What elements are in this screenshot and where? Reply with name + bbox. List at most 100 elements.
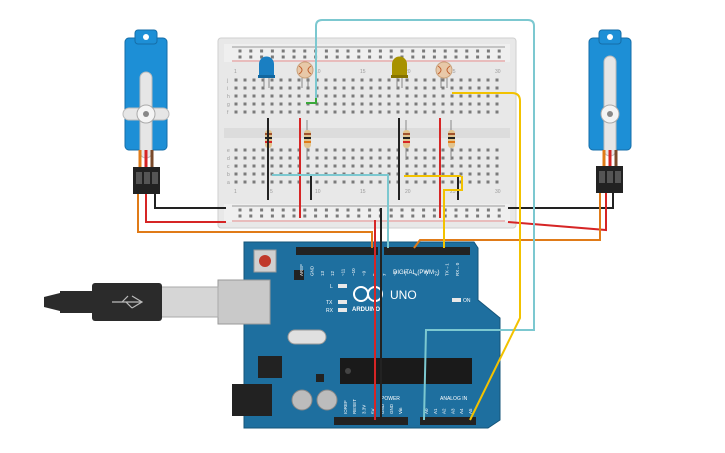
pin-label: RX←0 xyxy=(455,262,460,276)
row-letter: f xyxy=(227,110,229,116)
resistor-2[interactable] xyxy=(304,120,311,160)
power-header xyxy=(334,417,408,425)
wires xyxy=(137,19,614,421)
analog-header xyxy=(420,417,476,425)
pin-label: A1 xyxy=(433,408,438,414)
rx-label: RX xyxy=(326,308,334,314)
pin-label: ~11 xyxy=(341,268,346,276)
row-letter: b xyxy=(227,172,230,178)
wire-servo-left-signal[interactable] xyxy=(137,194,373,248)
pin-label: A5 xyxy=(468,408,473,414)
photoresistor-2[interactable] xyxy=(435,61,453,88)
wire-cyan-analog[interactable] xyxy=(315,19,535,421)
servo-left[interactable] xyxy=(122,29,170,194)
power-pin-labels: IOREF RESET 3.3V 5V GND GND Vin xyxy=(343,399,403,414)
reset-button[interactable] xyxy=(259,255,271,267)
capacitor-1 xyxy=(291,389,313,411)
led-tx xyxy=(338,300,347,304)
column-number: 20 xyxy=(405,69,411,75)
column-number: 25 xyxy=(450,189,456,195)
pin-label: GND xyxy=(389,403,394,414)
pin-label: GND xyxy=(309,265,314,276)
atmega-chip xyxy=(340,358,472,384)
resistor-4[interactable] xyxy=(448,120,455,160)
breadboard-holes xyxy=(234,49,501,218)
pin-label: 5V xyxy=(371,408,376,414)
column-number: 5 xyxy=(270,189,273,195)
l-label: L xyxy=(330,284,333,290)
resistor-3[interactable] xyxy=(403,120,410,160)
tx-label: TX xyxy=(326,300,333,306)
photoresistor-1[interactable] xyxy=(296,61,314,88)
row-letter: d xyxy=(227,156,230,162)
pin-label: 13 xyxy=(320,270,325,276)
power-label: POWER xyxy=(381,396,400,402)
pin-label: A0 xyxy=(424,408,429,414)
breadboard-column-numbers: 115510101515202025253030 xyxy=(234,69,501,195)
pin-label: GND xyxy=(380,403,385,414)
power-jack xyxy=(232,384,272,416)
usb-port xyxy=(217,279,271,325)
pin-label: IOREF xyxy=(343,400,348,414)
column-number: 15 xyxy=(360,189,366,195)
row-letter: i xyxy=(227,86,228,92)
wire-yellow-to-d2[interactable] xyxy=(443,176,463,248)
column-number: 15 xyxy=(360,69,366,75)
wire-yellow-analog[interactable] xyxy=(452,92,521,421)
column-number: 1 xyxy=(234,189,237,195)
pin-label: 2 xyxy=(434,273,439,276)
row-letter: g xyxy=(227,102,230,108)
column-number: 30 xyxy=(495,189,501,195)
pin-label: 12 xyxy=(330,270,335,276)
arduino-uno[interactable]: ARDUINO UNO DIGITAL (PWM~) POWER ANALOG … xyxy=(217,241,501,429)
voltage-regulator xyxy=(258,356,282,378)
pin-label: ~3 xyxy=(424,270,429,276)
jumper-green[interactable] xyxy=(306,98,317,104)
column-number: 30 xyxy=(495,69,501,75)
led-rx xyxy=(338,308,347,312)
pin-label: AREF xyxy=(299,264,304,276)
wire-servo-right-gnd[interactable] xyxy=(508,193,614,209)
analog-label: ANALOG IN xyxy=(440,396,468,402)
pin-label: ~6 xyxy=(393,270,398,276)
row-letter: j xyxy=(226,78,228,84)
pin-label: ~10 xyxy=(351,268,356,276)
column-number: 10 xyxy=(315,189,321,195)
center-channel xyxy=(224,128,510,138)
wire-servo-right-vcc[interactable] xyxy=(507,193,607,232)
row-letter: c xyxy=(227,164,230,170)
pin-label: TX→1 xyxy=(445,263,450,276)
led-blue[interactable] xyxy=(258,56,275,88)
usb-cable[interactable] xyxy=(44,283,219,321)
pin-label: A3 xyxy=(450,408,455,414)
pin-label: ~5 xyxy=(403,270,408,276)
crystal xyxy=(287,329,327,345)
capacitor-2 xyxy=(316,389,338,411)
wire-servo-left-gnd[interactable] xyxy=(154,194,226,209)
servo-right[interactable] xyxy=(588,29,632,193)
pin-label: 3.3V xyxy=(361,405,366,414)
digital-header-1 xyxy=(296,247,378,255)
wire-servo-right-signal[interactable] xyxy=(413,193,601,249)
row-letter: h xyxy=(227,94,230,100)
led-on xyxy=(452,298,461,302)
column-number: 10 xyxy=(315,69,321,75)
brand-label: ARDUINO xyxy=(352,307,380,313)
digital-label: DIGITAL (PWM~) xyxy=(393,270,440,276)
model-label: UNO xyxy=(390,288,417,302)
pin-label: ~9 xyxy=(361,270,366,276)
pin-label: A4 xyxy=(459,408,464,414)
power-rail-bottom xyxy=(224,204,510,222)
led-yellow[interactable] xyxy=(391,56,408,88)
wire-servo-left-vcc[interactable] xyxy=(145,194,226,223)
pin-label: RESET xyxy=(352,399,357,414)
pin-label: 7 xyxy=(382,273,387,276)
column-number: 1 xyxy=(234,69,237,75)
on-label: ON xyxy=(463,298,471,304)
column-number: 20 xyxy=(405,189,411,195)
pin-label: Vin xyxy=(398,407,403,414)
